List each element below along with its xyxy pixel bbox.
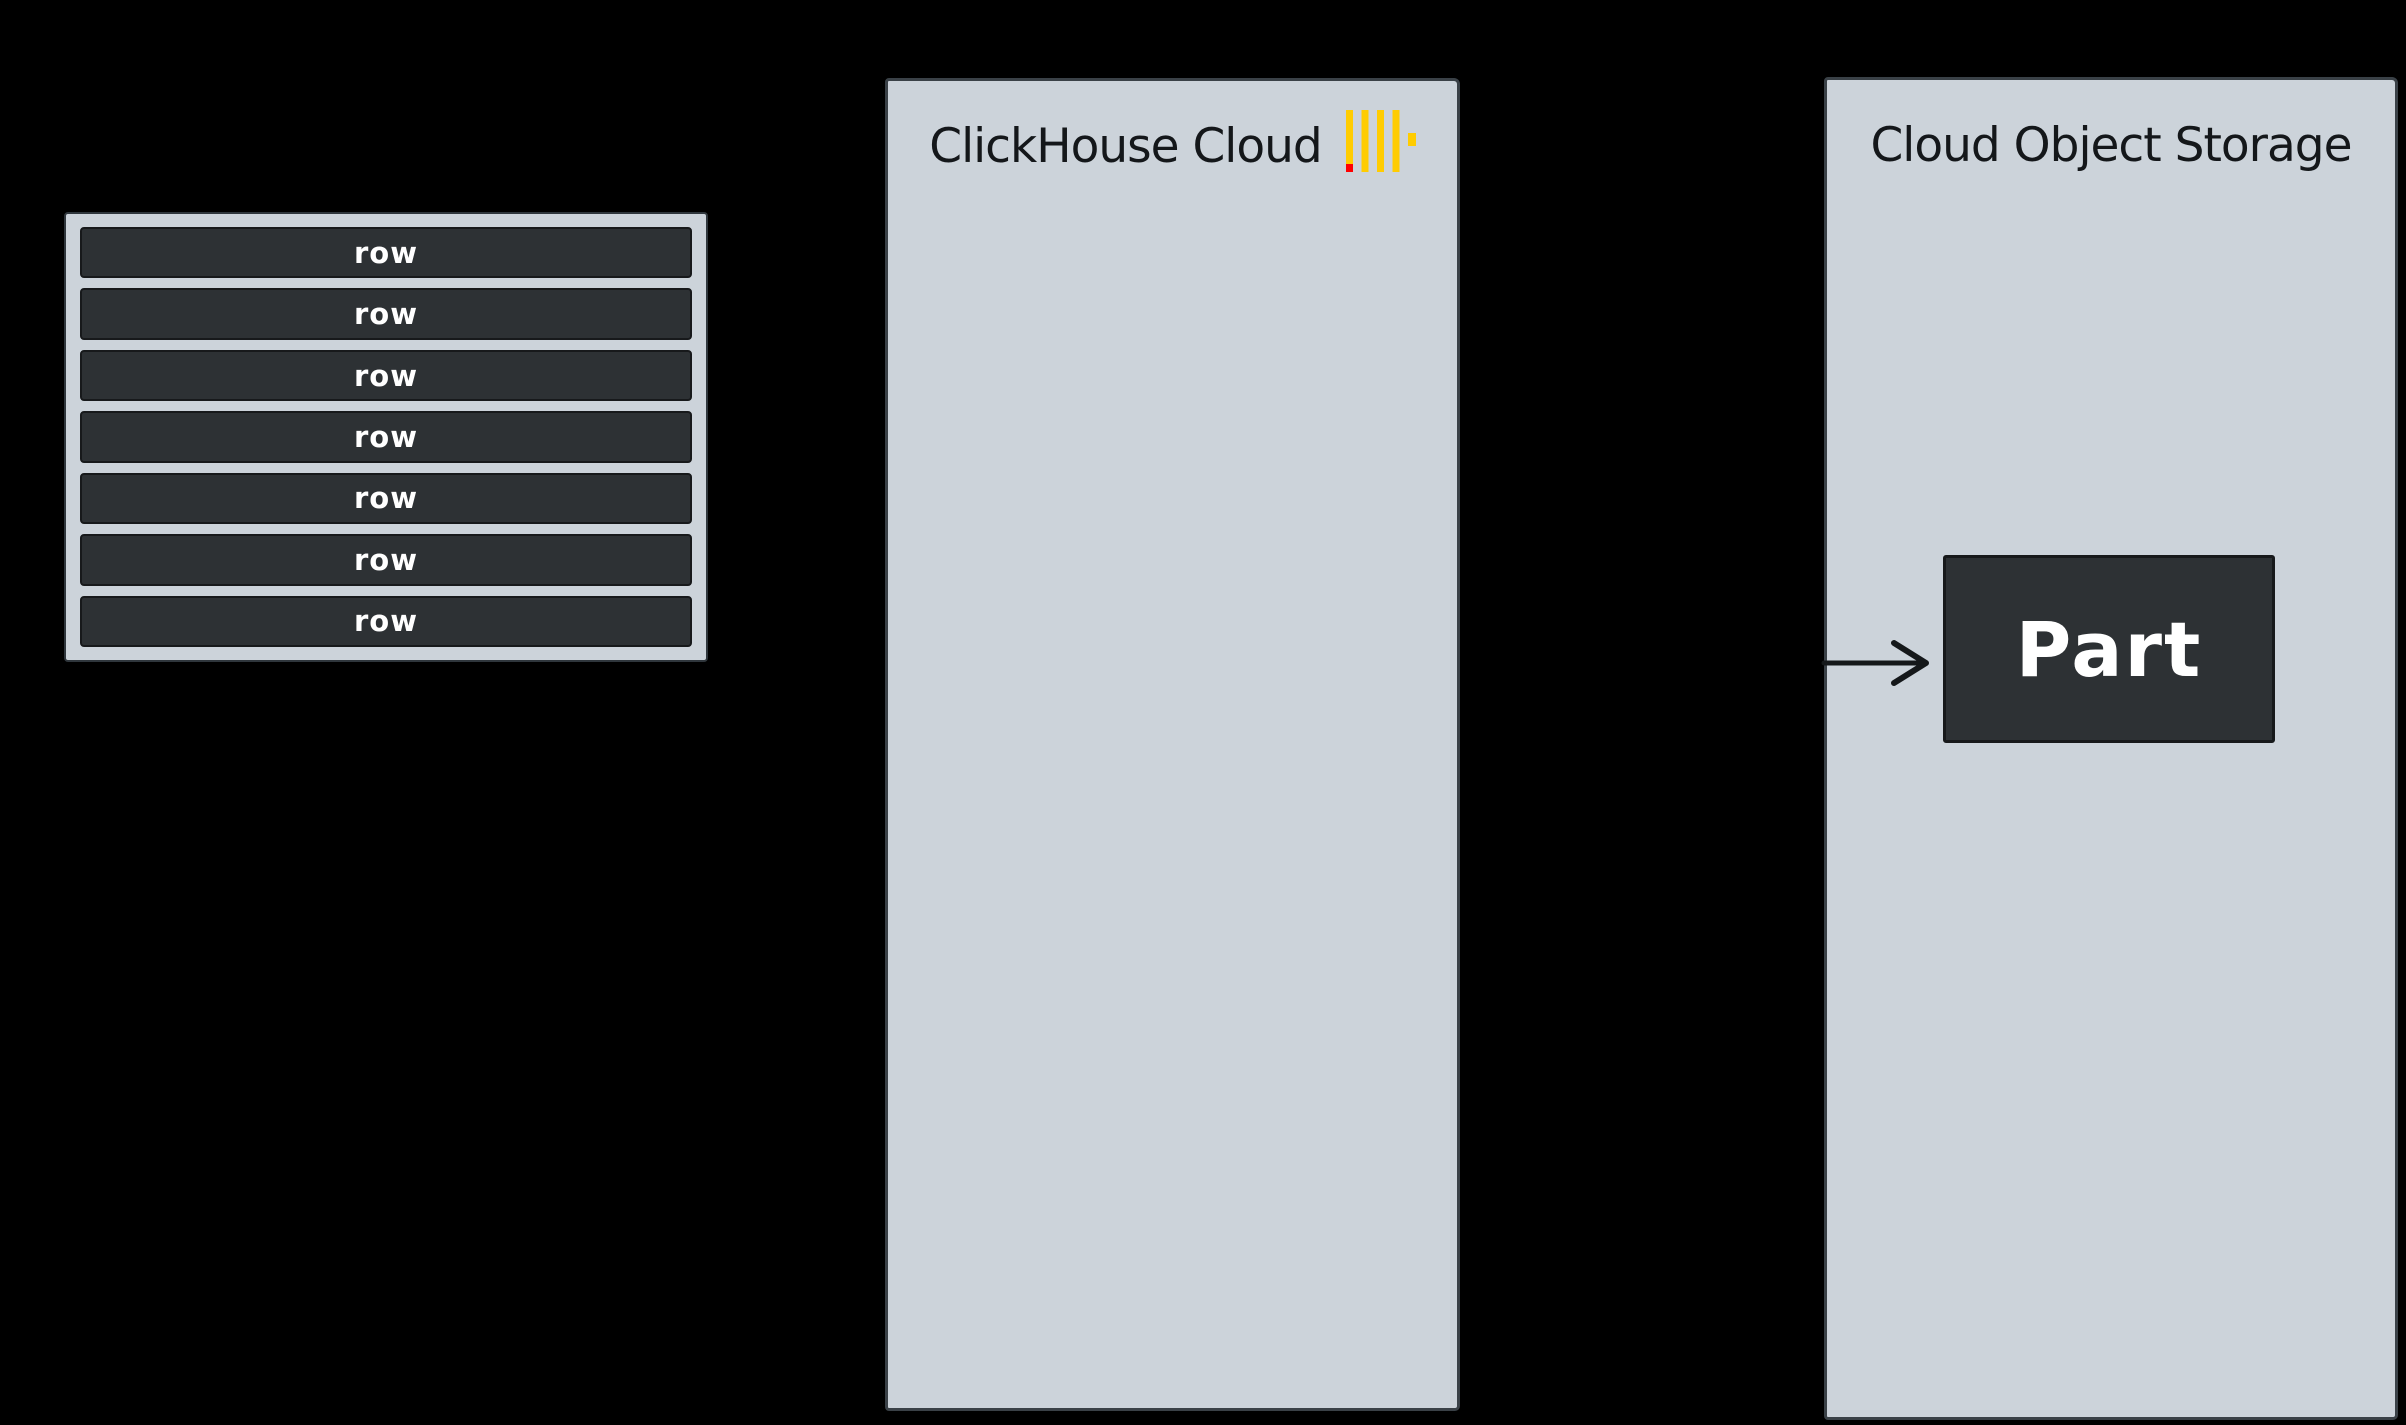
row-label: row bbox=[353, 542, 419, 577]
row-label: row bbox=[353, 604, 419, 639]
clickhouse-panel-header: ClickHouse Cloud bbox=[888, 109, 1457, 174]
clickhouse-panel-title: ClickHouse Cloud bbox=[929, 119, 1322, 174]
table-row: row bbox=[80, 227, 692, 279]
row-stack: row row row row row row row bbox=[64, 212, 708, 662]
row-label: row bbox=[353, 297, 419, 332]
part-label: Part bbox=[2015, 604, 2203, 694]
row-label: row bbox=[353, 235, 419, 270]
table-row: row bbox=[80, 472, 692, 525]
row-label: row bbox=[353, 358, 419, 393]
table-row: row bbox=[80, 534, 692, 586]
table-row: row bbox=[80, 288, 692, 340]
table-row: row bbox=[80, 595, 692, 647]
storage-panel-title: Cloud Object Storage bbox=[1870, 118, 2352, 173]
table-row: row bbox=[80, 411, 692, 463]
table-row: row bbox=[80, 349, 692, 402]
row-label: row bbox=[353, 481, 419, 516]
row-label: row bbox=[353, 419, 419, 454]
clickhouse-cloud-panel: ClickHouse Cloud bbox=[885, 78, 1460, 1411]
part-box: Part bbox=[1943, 555, 2275, 743]
storage-panel-header: Cloud Object Storage bbox=[1827, 118, 2395, 173]
arrow-into-part-icon bbox=[1821, 640, 1929, 686]
object-storage-panel: Cloud Object Storage Part bbox=[1824, 77, 2398, 1420]
clickhouse-logo-icon bbox=[1345, 109, 1416, 172]
